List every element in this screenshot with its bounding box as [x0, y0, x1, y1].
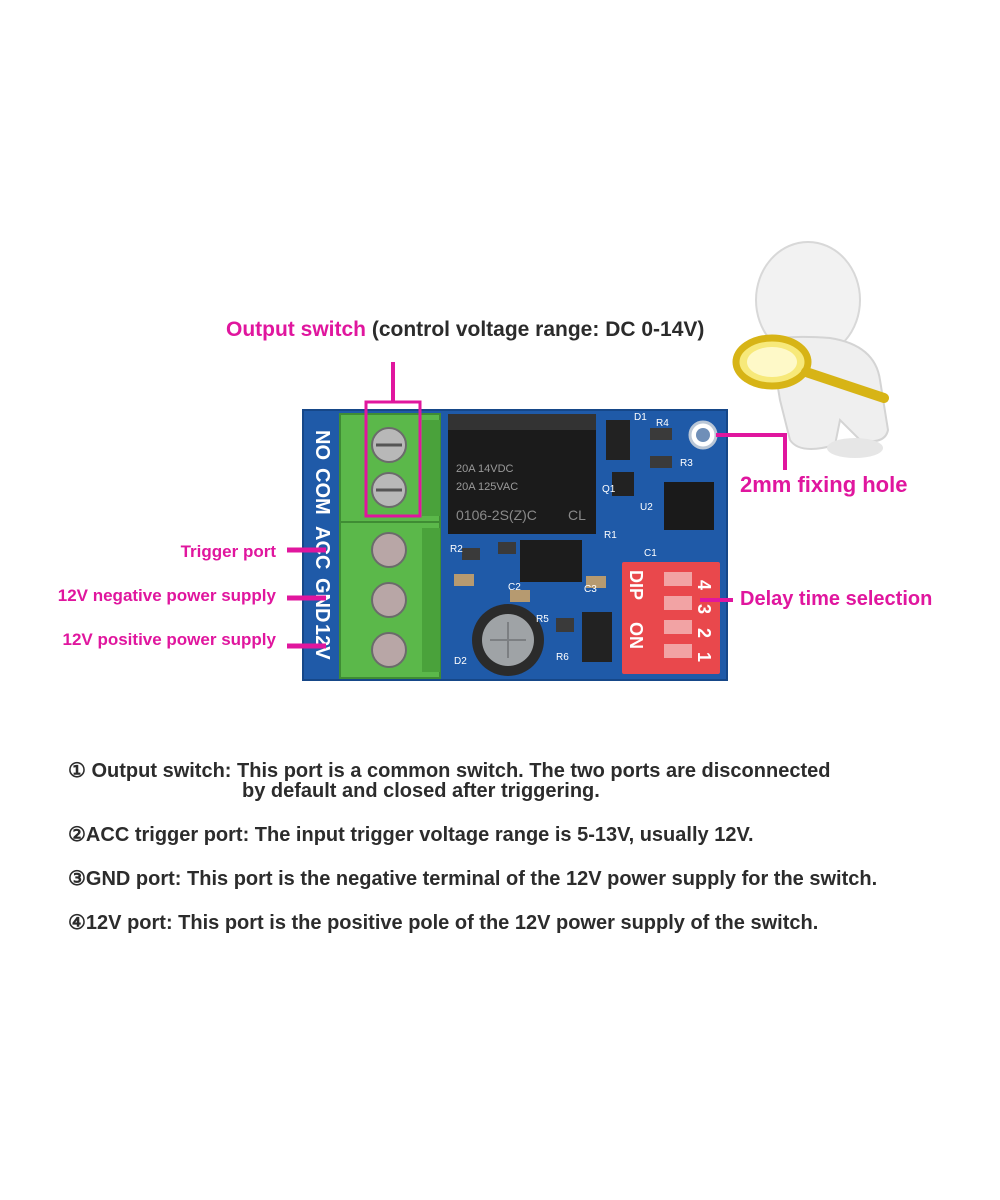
dip-on-label: ON	[626, 622, 646, 649]
pin-label-no: NO	[311, 430, 333, 460]
output-switch-detail: (control voltage range: DC 0-14V)	[366, 318, 705, 341]
fixing-hole-label: 2mm fixing hole	[740, 472, 908, 497]
note-output-switch-cont: by default and closed after triggering.	[242, 780, 600, 802]
dip-brand-label: DIP	[626, 570, 646, 600]
silk-c3: C3	[584, 584, 597, 595]
dip-number-3: 3	[694, 604, 714, 614]
silk-r4: R4	[656, 418, 669, 429]
silkscreen-labels: D1 R4 R3 Q1 U2 R1 C1 R2 C2 C3 R5 R6 D2	[450, 412, 693, 667]
smd-components	[454, 420, 714, 662]
silk-c1: C1	[644, 548, 657, 559]
magnifier-icon	[732, 334, 889, 403]
output-switch-label: Output switch	[226, 318, 366, 341]
callout-lines	[287, 362, 787, 649]
note-gnd-port: ③GND port: This port is the negative ter…	[68, 868, 878, 890]
silk-q1: Q1	[602, 484, 616, 495]
silk-r6: R6	[556, 652, 569, 663]
terminal-block-power	[339, 521, 441, 679]
silk-r5: R5	[536, 614, 549, 625]
pin-label-com: COM	[311, 468, 333, 515]
note-12v-port: ④12V port: This port is the positive pol…	[68, 912, 819, 934]
terminal-block-output	[339, 413, 441, 523]
positive-supply-label: 12V positive power supply	[62, 630, 276, 649]
pin-label-12v: 12V	[311, 624, 333, 660]
dip-number-4: 4	[694, 580, 714, 590]
relay-text-2: 20A 125VAC	[456, 481, 518, 493]
dip-switch: DIP ON 1 2 3 4	[622, 562, 720, 674]
relay-text-1: 20A 14VDC	[456, 463, 514, 475]
delay-selection-label: Delay time selection	[740, 588, 933, 610]
silk-d2: D2	[454, 656, 467, 667]
relay-text-4: CL	[568, 507, 586, 523]
dip-number-1: 1	[694, 652, 714, 662]
note-output-switch: ① Output switch: This port is a common s…	[68, 760, 831, 782]
relay-board-diagram: NO COM ACC GND 12V 20A 14VDC 20A 125VAC …	[287, 241, 890, 681]
dip-number-2: 2	[694, 628, 714, 638]
trigger-port-label: Trigger port	[180, 542, 276, 561]
negative-supply-label: 12V negative power supply	[57, 586, 276, 605]
silk-r3: R3	[680, 458, 693, 469]
note-acc-port: ②ACC trigger port: The input trigger vol…	[68, 824, 754, 846]
relay-component: 20A 14VDC 20A 125VAC 0106-2S(Z)C CL	[448, 414, 596, 534]
silk-c2: C2	[508, 582, 521, 593]
silk-u2: U2	[640, 502, 653, 513]
relay-text-3: 0106-2S(Z)C	[456, 507, 537, 523]
silk-d1: D1	[634, 412, 647, 423]
silk-r1: R1	[604, 530, 617, 541]
output-switch-callout: Output switch (control voltage range: DC…	[226, 318, 704, 342]
silk-r2: R2	[450, 544, 463, 555]
capacitor-component	[472, 604, 544, 676]
mounting-hole	[688, 420, 718, 450]
